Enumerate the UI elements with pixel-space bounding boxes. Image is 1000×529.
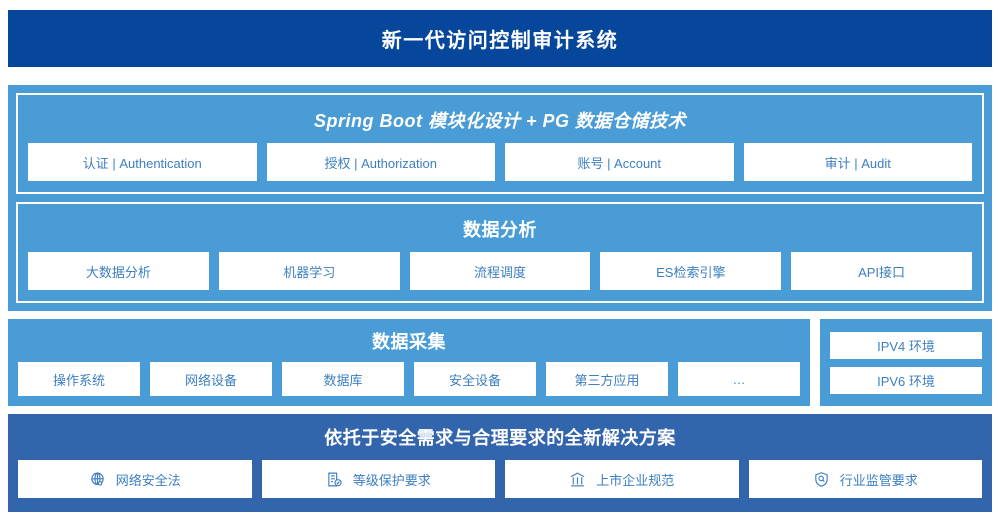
chip-authorization[interactable]: 授权 | Authorization — [266, 143, 495, 181]
solution-items: 网络安全法 等级保护要求 — [18, 460, 982, 498]
group-data-analysis: 数据分析 大数据分析 机器学习 流程调度 ES检索引擎 API接口 — [16, 202, 984, 303]
group-spring-boot-items: 认证 | Authentication 授权 | Authorization 账… — [28, 143, 972, 181]
chip-authentication[interactable]: 认证 | Authentication — [28, 143, 257, 181]
group-spring-boot: Spring Boot 模块化设计 + PG 数据仓储技术 认证 | Authe… — [16, 93, 984, 194]
chip-security-device[interactable]: 安全设备 — [414, 362, 536, 396]
environment-panel: IPV4 环境 IPV6 环境 — [820, 319, 992, 406]
chip-listed-enterprise-standard[interactable]: 上市企业规范 — [505, 460, 739, 498]
chip-account[interactable]: 账号 | Account — [505, 143, 734, 181]
shield-search-icon — [813, 471, 830, 488]
chip-third-party-app[interactable]: 第三方应用 — [546, 362, 668, 396]
chip-more-ellipsis[interactable]: … — [678, 362, 800, 396]
chip-cybersecurity-law-label: 网络安全法 — [115, 472, 181, 488]
chip-operating-system[interactable]: 操作系统 — [18, 362, 140, 396]
chip-machine-learning[interactable]: 机器学习 — [218, 252, 400, 290]
collection-row: 数据采集 操作系统 网络设备 数据库 安全设备 第三方应用 … IPV4 环境 … — [8, 319, 992, 406]
chip-api-interface[interactable]: API接口 — [791, 252, 972, 290]
solution-title: 依托于安全需求与合理要求的全新解决方案 — [324, 428, 676, 448]
document-check-icon — [326, 471, 343, 488]
chip-process-scheduling[interactable]: 流程调度 — [409, 252, 591, 290]
globe-icon — [89, 471, 106, 488]
data-collection-panel: 数据采集 操作系统 网络设备 数据库 安全设备 第三方应用 … — [8, 319, 810, 406]
group-data-analysis-items: 大数据分析 机器学习 流程调度 ES检索引擎 API接口 — [28, 252, 972, 290]
architecture-panel: Spring Boot 模块化设计 + PG 数据仓储技术 认证 | Authe… — [8, 85, 992, 311]
data-collection-title: 数据采集 — [372, 332, 446, 352]
chip-network-device[interactable]: 网络设备 — [150, 362, 272, 396]
chip-industry-regulation-label: 行业监管要求 — [839, 472, 918, 488]
chip-industry-regulation[interactable]: 行业监管要求 — [748, 460, 982, 498]
chip-big-data-analysis[interactable]: 大数据分析 — [28, 252, 209, 290]
group-spring-boot-title: Spring Boot 模块化设计 + PG 数据仓储技术 — [313, 111, 686, 131]
page-title-bar: 新一代访问控制审计系统 — [8, 10, 992, 67]
solution-panel: 依托于安全需求与合理要求的全新解决方案 网络安全法 — [8, 414, 992, 512]
page-title: 新一代访问控制审计系统 — [381, 30, 619, 52]
data-collection-items: 操作系统 网络设备 数据库 安全设备 第三方应用 … — [18, 362, 800, 396]
chip-audit[interactable]: 审计 | Audit — [743, 143, 972, 181]
chip-ipv4-environment[interactable]: IPV4 环境 — [830, 331, 982, 359]
chip-ipv6-environment[interactable]: IPV6 环境 — [830, 366, 982, 394]
group-data-analysis-title: 数据分析 — [463, 220, 537, 240]
chip-es-search-engine[interactable]: ES检索引擎 — [600, 252, 782, 290]
chip-classified-protection[interactable]: 等级保护要求 — [261, 460, 495, 498]
chip-database[interactable]: 数据库 — [282, 362, 404, 396]
chip-classified-protection-label: 等级保护要求 — [352, 472, 431, 488]
bank-icon — [569, 471, 586, 488]
chip-listed-enterprise-standard-label: 上市企业规范 — [596, 472, 675, 488]
chip-cybersecurity-law[interactable]: 网络安全法 — [18, 460, 252, 498]
